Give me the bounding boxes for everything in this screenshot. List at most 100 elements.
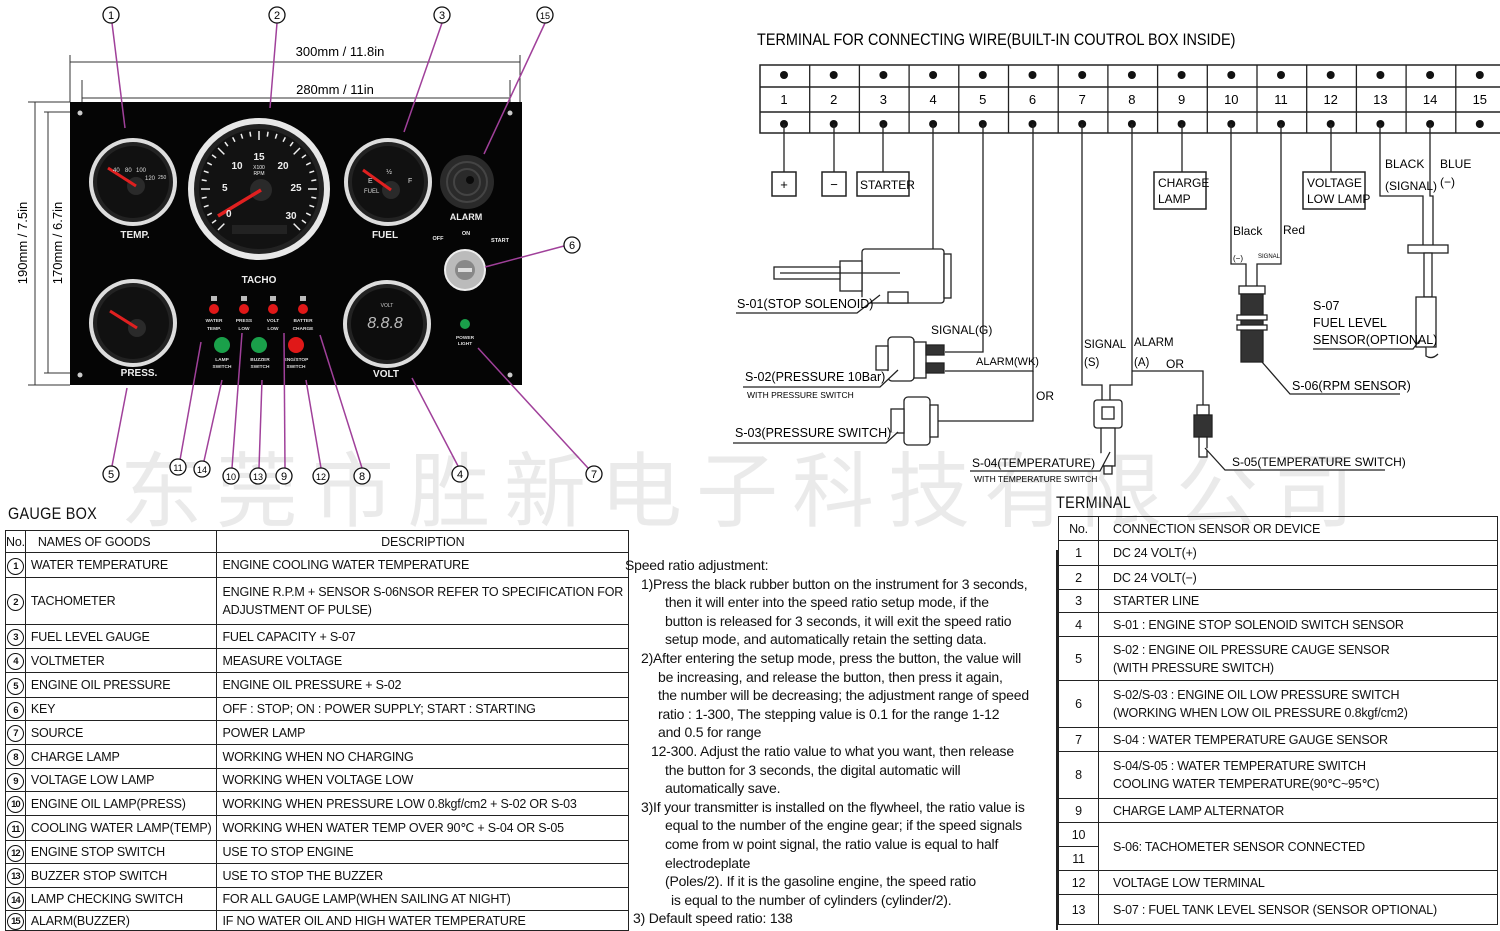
terminal-screw [1426, 71, 1435, 79]
svg-text:LAMP: LAMP [215, 357, 229, 363]
voltage-low-lamp-box [1302, 171, 1366, 210]
callout-lines [111, 22, 589, 469]
terminal-screw [1028, 71, 1037, 79]
callout-12: 12 [312, 467, 330, 485]
terminal-no: 11 [1058, 846, 1099, 871]
buzzer-switch[interactable] [251, 337, 267, 353]
terminal-no: 9 [1058, 798, 1099, 823]
terminal-screw [929, 71, 938, 79]
volt-display: 8.8.8 [367, 315, 403, 332]
terminal-number: 13 [1373, 92, 1387, 107]
svg-text:LOW: LOW [238, 326, 250, 332]
svg-text:ALARM(WK): ALARM(WK) [976, 356, 1039, 368]
svg-text:30: 30 [285, 211, 297, 222]
lamp-switch[interactable] [214, 337, 230, 353]
connection-desc: S-06: TACHOMETER SENSOR CONNECTED [1098, 822, 1498, 871]
eng-stop-switch[interactable] [288, 337, 304, 353]
alarm-buzzer [440, 155, 494, 209]
terminal-title: TERMINAL [1056, 493, 1132, 512]
description: ENGINE COOLING WATER TEMPERATURE [216, 552, 630, 578]
svg-text:CHARGE: CHARGE [293, 326, 315, 332]
svg-text:SIGNAL(G): SIGNAL(G) [931, 323, 992, 337]
callout-2: 2 [268, 6, 286, 24]
temp-gauge: 40 80 100 120 250 [89, 138, 177, 226]
terminal-number: 1 [780, 92, 787, 107]
terminal-number: 12 [1323, 92, 1337, 107]
goods-name: ENGINE OIL PRESSURE [24, 672, 218, 698]
goods-name: VOLTMETER [24, 648, 218, 673]
description: FUEL CAPACITY + S-07 [216, 624, 630, 649]
inner-width-label: 280mm / 11in [296, 82, 374, 97]
svg-text:SIGNAL: SIGNAL [1084, 339, 1127, 351]
description: IF NO WATER OIL AND HIGH WATER TEMPERATU… [216, 910, 630, 931]
terminal-screw [1227, 71, 1236, 79]
terminal-screw [1475, 71, 1484, 79]
s03-pressure-switch [733, 396, 939, 446]
connection-desc: DC 24 VOLT(+) [1098, 540, 1498, 566]
svg-text:BLUE: BLUE [1440, 157, 1471, 171]
svg-text:BUZZER: BUZZER [250, 357, 270, 363]
s01-stop-solenoid [736, 248, 952, 314]
volt-gauge: VOLT 8.8.8 [343, 280, 431, 368]
svg-text:X100: X100 [253, 165, 265, 171]
terminal-no: 7 [1058, 727, 1099, 752]
fuel-gauge: E ½ F FUEL [344, 138, 432, 226]
description: USE TO STOP THE BUZZER [216, 863, 630, 888]
svg-text:7: 7 [591, 469, 597, 481]
svg-text:ALARM: ALARM [1134, 337, 1174, 349]
svg-text:E: E [368, 178, 373, 185]
s04-temperature-sensor [970, 399, 1123, 475]
tacho-tick [293, 223, 301, 231]
s03-label: S-03(PRESSURE SWITCH) [735, 426, 891, 440]
row-number: 5 [6, 677, 24, 695]
row-number: 2 [6, 593, 24, 611]
svg-text:20: 20 [277, 161, 289, 172]
indicator-lamps [209, 296, 308, 314]
row-number: 10 [6, 796, 24, 813]
key-switch[interactable] [444, 249, 486, 291]
goods-name: LAMP CHECKING SWITCH [24, 887, 218, 911]
terminal-screw [829, 71, 838, 79]
tacho-tick [206, 212, 213, 216]
s07-fuel-level-sensor [1313, 244, 1449, 359]
svg-text:RPM: RPM [253, 171, 264, 177]
svg-text:14: 14 [197, 465, 207, 475]
description: ENGINE R.P.M + SENSOR S-06NSOR REFER TO … [216, 577, 630, 625]
svg-text:LOW LAMP: LOW LAMP [1307, 192, 1370, 206]
minus-terminal-box [821, 171, 847, 197]
terminal-number: 2 [830, 92, 837, 107]
row-number: 12 [6, 844, 24, 862]
divider [1056, 550, 1058, 930]
description: ENGINE OIL PRESSURE + S-02 [216, 672, 630, 698]
description: WORKING WHEN VOLTAGE LOW [216, 768, 630, 792]
description: WORKING WHEN NO CHARGING [216, 744, 630, 769]
connection-desc: S-02 : ENGINE OIL PRESSURE CAUGE SENSOR(… [1098, 636, 1498, 681]
press-gauge [89, 279, 177, 367]
connection-desc: VOLTAGE LOW TERMINAL [1098, 870, 1498, 895]
s02-label: S-02(PRESSURE 10Bar) [745, 370, 885, 384]
svg-text:PRESS: PRESS [236, 318, 253, 324]
description: USE TO STOP ENGINE [216, 840, 630, 864]
svg-text:VOLTAGE: VOLTAGE [1307, 176, 1362, 190]
tacho-gauge: 0 5 10 15 20 25 30 X100 RPM [188, 118, 330, 260]
tacho-tick [311, 196, 317, 199]
terminal-no: 3 [1058, 589, 1099, 613]
svg-text:(−): (−) [1440, 175, 1455, 189]
goods-name: FUEL LEVEL GAUGE [24, 624, 218, 649]
svg-text:1: 1 [108, 10, 114, 22]
svg-text:SWITCH: SWITCH [213, 364, 232, 370]
